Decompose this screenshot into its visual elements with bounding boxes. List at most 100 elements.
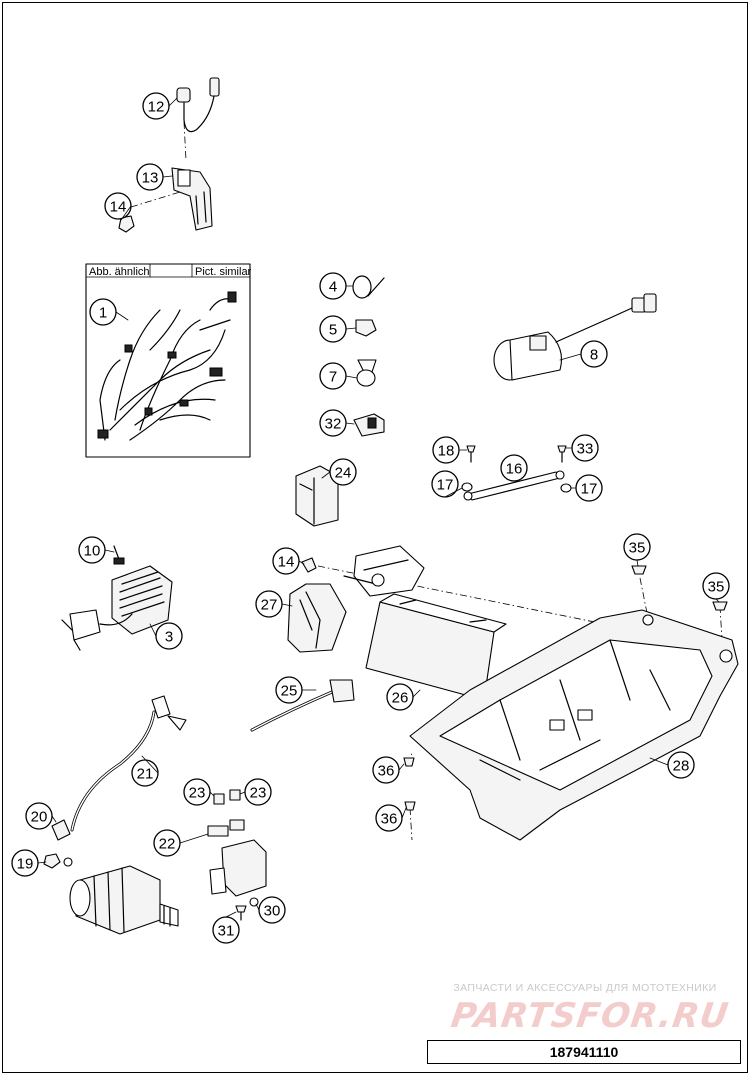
callout-28: 28 xyxy=(667,751,695,779)
svg-text:7: 7 xyxy=(329,369,337,386)
part-20-cap xyxy=(51,819,71,841)
part-control-unit xyxy=(343,545,425,597)
part-32-plug xyxy=(353,413,385,437)
svg-text:1: 1 xyxy=(99,305,107,322)
svg-text:36: 36 xyxy=(381,811,398,828)
callout-36-bottom: 36 xyxy=(375,804,403,832)
svg-text:36: 36 xyxy=(378,763,395,780)
part-19-nut xyxy=(43,853,61,869)
callout-32: 32 xyxy=(319,409,347,437)
svg-text:25: 25 xyxy=(281,683,298,700)
label-pict-similar: Pict. similar xyxy=(195,266,252,278)
svg-text:20: 20 xyxy=(31,809,48,826)
svg-text:31: 31 xyxy=(218,923,235,940)
callout-36-top: 36 xyxy=(372,756,400,784)
callout-3: 3 xyxy=(155,622,183,650)
callout-20: 20 xyxy=(25,802,53,830)
part-14-screw-middle xyxy=(301,557,317,573)
part-28-battery-holder xyxy=(409,609,739,841)
callout-23-right: 23 xyxy=(244,778,272,806)
part-21-starter-cable xyxy=(63,695,187,867)
callout-33: 33 xyxy=(571,434,599,462)
callout-27: 27 xyxy=(255,590,283,618)
svg-text:19: 19 xyxy=(17,856,34,873)
callout-24: 24 xyxy=(329,458,357,486)
part-36-screws xyxy=(403,757,416,811)
part-starter-motor xyxy=(69,865,179,935)
callout-17-right: 17 xyxy=(575,474,603,502)
callout-13: 13 xyxy=(136,163,164,191)
callout-14-middle: 14 xyxy=(272,547,300,575)
svg-text:16: 16 xyxy=(506,461,523,478)
part-16-ground-cable xyxy=(461,445,572,501)
svg-text:17: 17 xyxy=(437,477,454,494)
svg-text:12: 12 xyxy=(148,99,165,116)
part-27-holder xyxy=(287,583,347,653)
callout-14: 14 xyxy=(104,192,132,220)
svg-text:22: 22 xyxy=(159,836,176,853)
svg-text:14: 14 xyxy=(110,199,127,216)
part-25-battery-cable xyxy=(250,679,355,732)
svg-text:24: 24 xyxy=(335,465,352,482)
svg-text:17: 17 xyxy=(581,481,598,498)
callout-leaders xyxy=(37,97,720,918)
callout-23-left: 23 xyxy=(183,778,211,806)
svg-text:21: 21 xyxy=(137,766,154,783)
callout-19: 19 xyxy=(11,849,39,877)
watermark-logo: PARTSFOR.RU xyxy=(448,996,732,1036)
callout-16: 16 xyxy=(500,454,528,482)
watermark-tagline: ЗАПЧАСТИ И АКСЕССУАРЫ ДЛЯ МОТОТЕХНИКИ xyxy=(453,982,717,994)
svg-text:26: 26 xyxy=(392,690,409,707)
svg-text:35: 35 xyxy=(629,540,646,557)
svg-text:10: 10 xyxy=(84,543,101,560)
part-4-cable-tie xyxy=(352,275,385,299)
callout-21: 21 xyxy=(131,759,159,787)
part-26-battery xyxy=(365,593,507,701)
callout-8: 8 xyxy=(580,340,608,368)
svg-text:28: 28 xyxy=(673,758,690,775)
part-24-relay-cover xyxy=(295,465,339,527)
callout-35-top: 35 xyxy=(623,533,651,561)
svg-text:30: 30 xyxy=(264,903,281,920)
part-35-screws xyxy=(631,565,728,611)
svg-text:4: 4 xyxy=(329,279,337,296)
callout-31: 31 xyxy=(212,916,240,944)
callout-7: 7 xyxy=(319,362,347,390)
svg-text:35: 35 xyxy=(708,579,725,596)
svg-text:23: 23 xyxy=(250,785,267,802)
callout-26: 26 xyxy=(386,683,414,711)
svg-text:33: 33 xyxy=(577,441,594,458)
part-14-screw-top xyxy=(118,215,135,233)
svg-text:27: 27 xyxy=(261,597,278,614)
part-22-relays xyxy=(207,819,267,897)
svg-text:5: 5 xyxy=(329,322,337,339)
callout-4: 4 xyxy=(319,272,347,300)
callout-22: 22 xyxy=(153,829,181,857)
callout-25: 25 xyxy=(275,676,303,704)
svg-text:8: 8 xyxy=(590,347,598,364)
label-abb-aehnlich: Abb. ähnlich xyxy=(89,266,150,278)
callout-35-right: 35 xyxy=(702,572,730,600)
svg-text:23: 23 xyxy=(189,785,206,802)
callout-30: 30 xyxy=(258,896,286,924)
part-13-switch-bracket xyxy=(171,167,213,231)
svg-text:14: 14 xyxy=(278,554,295,571)
part-8-sensor xyxy=(493,293,657,381)
svg-text:3: 3 xyxy=(165,629,173,646)
part-3-regulator xyxy=(61,565,173,651)
callout-10: 10 xyxy=(78,536,106,564)
part-12-connector-cable xyxy=(176,77,220,133)
part-1-wiring-harness xyxy=(85,263,251,458)
part-10-pin xyxy=(113,545,125,565)
svg-text:18: 18 xyxy=(438,443,455,460)
callout-1: 1 xyxy=(89,298,117,326)
callout-5: 5 xyxy=(319,315,347,343)
svg-text:32: 32 xyxy=(325,416,342,433)
callout-18: 18 xyxy=(432,436,460,464)
callout-12: 12 xyxy=(142,92,170,120)
part-23-fuses xyxy=(213,789,241,805)
part-7-cable-holder xyxy=(356,359,377,387)
part-5-clip xyxy=(355,319,377,337)
